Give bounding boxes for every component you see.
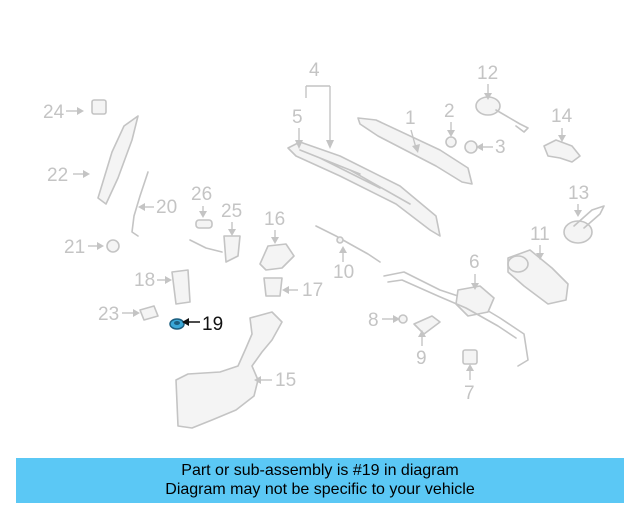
part-wiper-motor [507, 249, 569, 305]
callout-17: 17 [282, 280, 323, 301]
callout-15: 15 [254, 370, 296, 391]
callout-26: 26 [191, 184, 212, 218]
callout-21: 21 [64, 237, 104, 258]
part-washer [398, 314, 408, 324]
callout-6: 6 [469, 252, 480, 290]
svg-text:22: 22 [47, 165, 68, 186]
part-cover [259, 243, 295, 271]
part-19-highlighted [169, 318, 185, 330]
part-nut [464, 140, 478, 154]
svg-text:2: 2 [444, 101, 455, 122]
svg-text:18: 18 [134, 270, 155, 291]
part-bracket [543, 139, 581, 163]
part-connector [139, 305, 159, 321]
svg-text:5: 5 [292, 107, 303, 128]
callout-7: 7 [464, 364, 475, 404]
callout-13: 13 [568, 183, 589, 217]
svg-text:24: 24 [43, 102, 65, 123]
callout-23: 23 [98, 304, 140, 325]
svg-text:15: 15 [275, 370, 296, 391]
part-wiper-arm [357, 117, 473, 185]
part-26 [195, 219, 213, 229]
callout-4: 4 [305, 60, 334, 149]
part-wiper-blade [287, 141, 441, 237]
parts-diagram: 4 5 1 2 3 12 [43, 60, 605, 429]
callout-1: 1 [405, 108, 420, 153]
svg-text:20: 20 [156, 197, 177, 218]
svg-text:10: 10 [333, 262, 354, 283]
part-grommet [475, 96, 529, 133]
svg-text:14: 14 [551, 106, 573, 127]
callout-22: 22 [47, 165, 90, 186]
part-cap [445, 136, 457, 148]
callout-18: 18 [134, 270, 172, 291]
part-pivot [563, 205, 605, 244]
callout-14: 14 [551, 106, 573, 142]
svg-text:19: 19 [202, 314, 223, 335]
svg-text:16: 16 [264, 209, 285, 230]
part-seal [263, 277, 283, 297]
svg-text:11: 11 [530, 224, 550, 245]
part-rod [315, 225, 381, 263]
callout-12: 12 [477, 63, 498, 100]
callout-5: 5 [292, 107, 303, 149]
part-plug [106, 239, 120, 253]
part-reservoir [175, 311, 283, 429]
part-clip [413, 315, 441, 335]
part-linkage [383, 271, 529, 367]
callout-8: 8 [368, 310, 400, 331]
svg-text:13: 13 [568, 183, 589, 204]
callout-16: 16 [264, 209, 285, 244]
info-banner: Part or sub-assembly is #19 in diagram D… [16, 458, 624, 503]
svg-text:4: 4 [309, 60, 320, 81]
callout-10: 10 [333, 246, 354, 283]
callout-25: 25 [221, 201, 242, 236]
part-carrier [97, 115, 139, 205]
svg-text:3: 3 [495, 137, 506, 158]
svg-text:12: 12 [477, 63, 498, 84]
callout-20: 20 [138, 197, 177, 218]
svg-text:21: 21 [64, 237, 85, 258]
callout-19: 19 [182, 314, 223, 335]
svg-text:25: 25 [221, 201, 242, 222]
callout-24: 24 [43, 102, 84, 123]
part-sensor [91, 99, 107, 115]
svg-text:8: 8 [368, 310, 379, 331]
part-harness [189, 235, 241, 263]
part-bushing [462, 349, 478, 365]
svg-text:6: 6 [469, 252, 480, 273]
part-tube [131, 171, 149, 237]
svg-text:23: 23 [98, 304, 119, 325]
svg-text:17: 17 [302, 280, 323, 301]
svg-text:7: 7 [464, 383, 475, 404]
svg-text:26: 26 [191, 184, 212, 205]
callout-3: 3 [476, 137, 506, 158]
part-washer-pump [171, 269, 191, 305]
callout-2: 2 [444, 101, 455, 137]
svg-text:1: 1 [405, 108, 416, 129]
banner-line-1: Part or sub-assembly is #19 in diagram [181, 462, 459, 479]
callout-9: 9 [416, 330, 427, 369]
banner-line-2: Diagram may not be specific to your vehi… [165, 481, 475, 498]
svg-text:9: 9 [416, 348, 427, 369]
callout-11: 11 [530, 224, 550, 260]
